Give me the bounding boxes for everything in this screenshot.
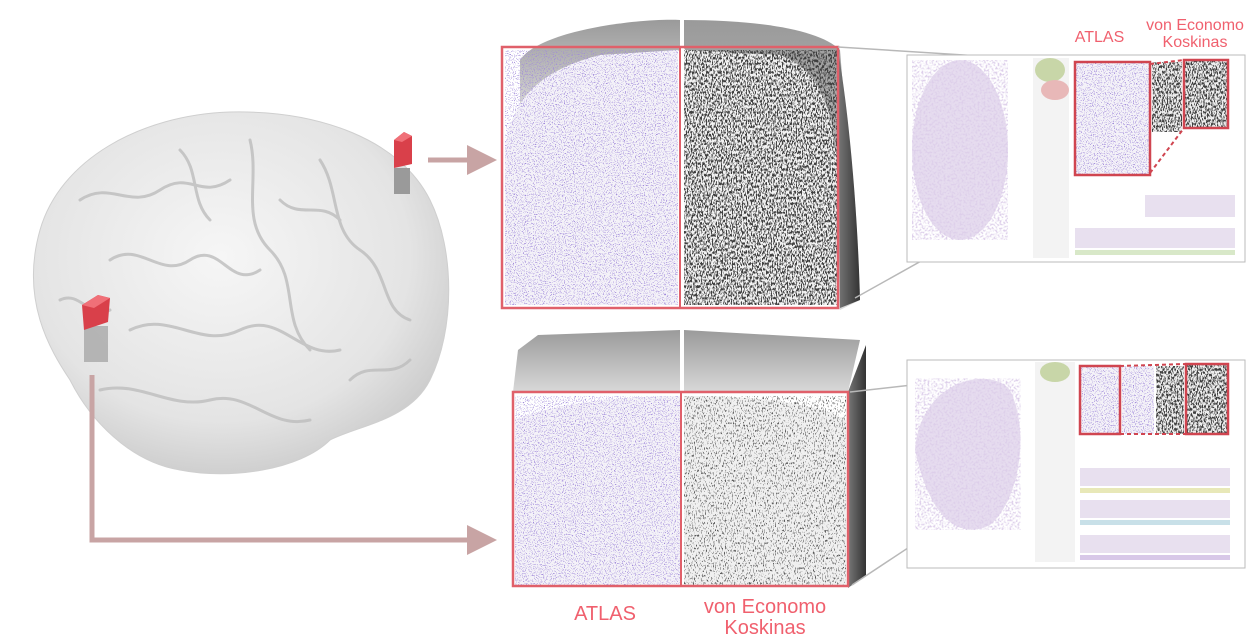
label-von-economo-koskinas-bottom: von Economo Koskinas: [680, 597, 850, 639]
label-line: von Economo: [703, 596, 827, 618]
label-atlas-top-right: ATLAS: [1074, 29, 1125, 46]
label-line: Koskinas: [1162, 33, 1228, 51]
sample-block-bottom: [82, 295, 110, 362]
sample-block-top: [394, 132, 412, 194]
label-von-economo-koskinas-top-right: von Economo Koskinas: [1135, 17, 1255, 52]
label-line: Koskinas: [724, 617, 806, 639]
brain-3d-model: [32, 111, 450, 475]
label-line: von Economo: [1146, 17, 1244, 34]
atlas-page-thumbnail-top: [906, 54, 1246, 263]
label-atlas-bottom: ATLAS: [574, 603, 636, 625]
atlas-page-thumbnail-bottom: [906, 359, 1246, 569]
cortex-block-top: [500, 19, 860, 310]
arrow-bottom: [89, 375, 497, 555]
cortex-block-bottom: [511, 330, 866, 588]
